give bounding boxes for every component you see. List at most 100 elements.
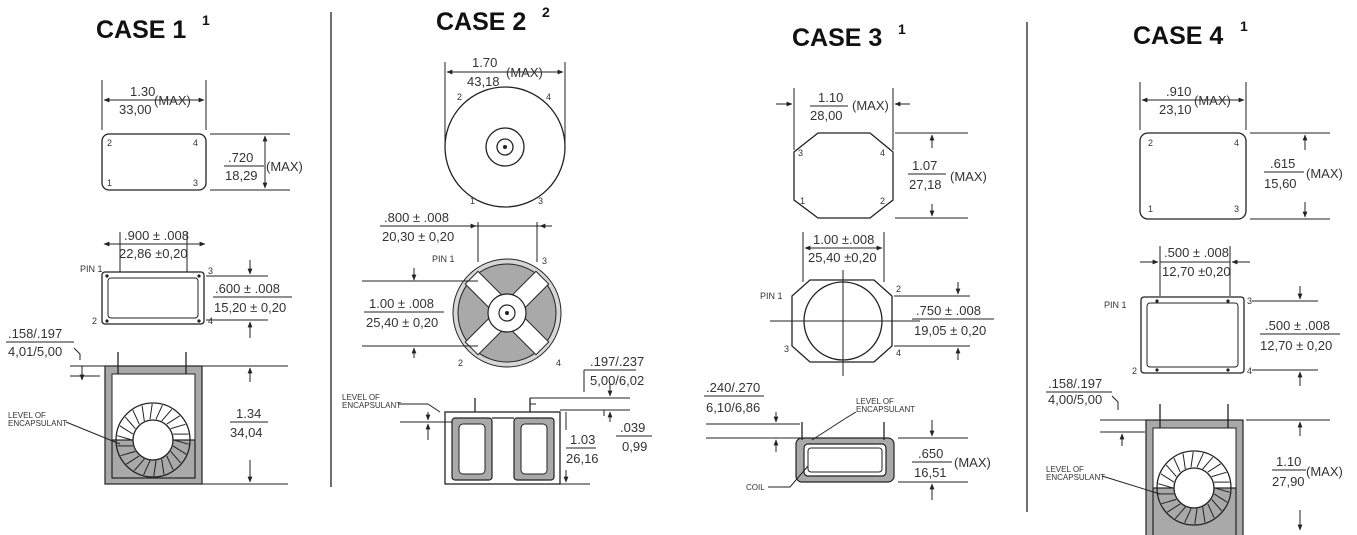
case-1-height-note: (MAX) xyxy=(266,159,303,174)
case-3-width-note: (MAX) xyxy=(852,98,889,113)
case-4-top-view xyxy=(1139,132,1247,220)
case-1-lead-numerator: .158/.197 xyxy=(8,326,62,341)
case-3-total-denominator: 16,51 xyxy=(914,465,947,480)
winding-stroke xyxy=(1182,453,1186,469)
case-1-bottom-pin: 4 xyxy=(208,316,213,326)
case-3-height-denominator: 27,18 xyxy=(909,177,942,192)
winding-stroke xyxy=(1174,506,1186,520)
case-1-pin-spacing-denominator: 22,86 ±0,20 xyxy=(119,246,188,261)
case-4-title-superscript: 1 xyxy=(1240,18,1248,34)
winding-stroke xyxy=(141,405,145,421)
winding-stroke xyxy=(155,404,163,420)
case-1-width-numerator: 1.30 xyxy=(130,84,155,99)
case-3-pin-spacing-numerator: 1.00 ±.008 xyxy=(813,232,874,247)
case-3-pin-row-numerator: .750 ± .008 xyxy=(916,303,981,318)
case-1-bottom-view xyxy=(101,271,205,325)
case-4-top-pin: 4 xyxy=(1234,138,1239,148)
case-4-pin-row-numerator: .500 ± .008 xyxy=(1265,318,1330,333)
case-1-pin-row-denominator: 15,20 ± 0,20 xyxy=(214,300,286,315)
case-3-title: CASE 3 xyxy=(792,24,882,52)
case-4: CASE 4 1 2 4 1 3 .910 23,10 (MAX) .615 1… xyxy=(1046,18,1343,535)
case-3-top-view xyxy=(793,132,894,219)
case-2-title-superscript: 2 xyxy=(542,4,550,20)
case-2-total-numerator: 1.03 xyxy=(570,432,595,447)
case-4-bottom-view xyxy=(1140,296,1245,374)
winding-stroke xyxy=(1211,471,1227,478)
case-1-top-view xyxy=(101,133,207,191)
case-3-width-denominator: 28,00 xyxy=(810,108,843,123)
case-3-top-pin: 3 xyxy=(798,148,803,158)
case-2-bottom-pin: 2 xyxy=(458,358,463,368)
case-3-title-superscript: 1 xyxy=(898,21,906,37)
case-2-width-numerator: 1.70 xyxy=(472,55,497,70)
case-3-bottom-pin: 3 xyxy=(784,344,789,354)
winding-stroke xyxy=(126,455,140,465)
winding-stroke xyxy=(1158,483,1174,489)
case-1-toroid-outer xyxy=(115,402,191,478)
case-3-height-numerator: 1.07 xyxy=(912,158,937,173)
case-4-lead-numerator: .158/.197 xyxy=(1048,376,1102,391)
case-1-top-pin: 2 xyxy=(107,138,112,148)
case-3-total-note: (MAX) xyxy=(954,455,991,470)
case-3-pin-spacing-denominator: 25,40 ±0,20 xyxy=(808,250,877,265)
case-1-total-numerator: 1.34 xyxy=(236,406,261,421)
case-1-bottom-pin: 3 xyxy=(208,266,213,276)
case-4-pin1-label: PIN 1 xyxy=(1104,300,1127,310)
winding-stroke xyxy=(1211,499,1223,512)
case-2-pin1-label: PIN 1 xyxy=(432,254,455,264)
case-3-pin1-label: PIN 1 xyxy=(760,291,783,301)
winding-stroke xyxy=(117,435,133,441)
case-1-lead-denominator: 4,01/5,00 xyxy=(8,344,62,359)
case-2-width-note: (MAX) xyxy=(506,65,543,80)
case-4-width-numerator: .910 xyxy=(1166,84,1191,99)
case-1-width-note: (MAX) xyxy=(154,93,191,108)
winding-stroke xyxy=(161,459,165,475)
case-2-base-denominator: 0,99 xyxy=(622,439,647,454)
case-4-encapsulant-label: ENCAPSULANT xyxy=(1046,473,1105,482)
case-4-height-note: (MAX) xyxy=(1306,166,1343,181)
winding-stroke xyxy=(1190,451,1194,468)
winding-stroke xyxy=(1165,464,1177,477)
case-1-height-denominator: 18,29 xyxy=(225,168,258,183)
winding-stroke xyxy=(161,408,173,422)
case-4-toroid-outer xyxy=(1156,450,1232,526)
case-1-total-denominator: 34,04 xyxy=(230,425,263,440)
case-4-lead-denominator: 4,00/5,00 xyxy=(1048,392,1102,407)
case-2-pin-spacing-denominator: 20,30 ± 0,20 xyxy=(382,229,454,244)
winding-stroke xyxy=(166,415,180,425)
case-3-width-numerator: 1.10 xyxy=(818,90,843,105)
winding-stroke xyxy=(1173,457,1181,473)
case-1-pin1-label: PIN 1 xyxy=(80,264,103,274)
winding-stroke xyxy=(1202,507,1206,523)
winding-stroke xyxy=(132,409,140,425)
case-2-title: CASE 2 xyxy=(436,8,526,36)
winding-stroke xyxy=(143,460,151,476)
case-3-height-note: (MAX) xyxy=(950,169,987,184)
case-4-width-denominator: 23,10 xyxy=(1159,102,1192,117)
case-4-encapsulant-label: LEVEL OF xyxy=(1046,465,1084,474)
case-3-top-pin: 1 xyxy=(800,196,805,206)
winding-stroke xyxy=(133,458,145,472)
winding-stroke xyxy=(173,439,189,445)
case-3-bottom-pin: 2 xyxy=(896,284,901,294)
case-2-top-pin: 4 xyxy=(546,92,551,102)
winding-stroke xyxy=(166,455,174,471)
case-1: CASE 1 1 2 4 1 3 1.30 33,00 (MAX) .720 1… xyxy=(6,12,303,485)
case-3-encapsulant-label: ENCAPSULANT xyxy=(856,405,915,414)
winding-stroke xyxy=(1207,503,1215,519)
case-4-top-pin: 2 xyxy=(1148,138,1153,148)
winding-stroke xyxy=(170,423,186,430)
case-1-top-pin: 3 xyxy=(193,178,198,188)
winding-stroke xyxy=(1161,498,1177,505)
case-4-bottom-pin: 3 xyxy=(1247,296,1252,306)
case-3-pin-row-denominator: 19,05 ± 0,20 xyxy=(914,323,986,338)
case-3-bottom-view xyxy=(791,279,893,363)
winding-stroke xyxy=(120,450,136,457)
winding-stroke xyxy=(1213,493,1228,503)
case-1-bottom-pin: 2 xyxy=(92,316,97,326)
case-1-width-denominator: 33,00 xyxy=(119,102,152,117)
case-1-title-superscript: 1 xyxy=(202,12,210,28)
case-2-pin-row-numerator: 1.00 ± .008 xyxy=(369,296,434,311)
case-4-title: CASE 4 xyxy=(1133,22,1223,50)
